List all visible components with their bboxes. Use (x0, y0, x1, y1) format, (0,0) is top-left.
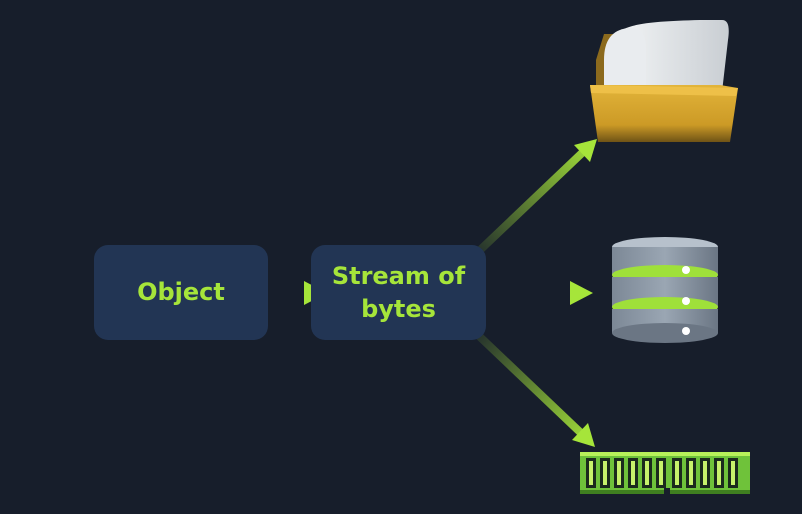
folder-with-files-icon (590, 20, 738, 142)
arrow-stream-to-file (475, 139, 597, 255)
object-label: Object (137, 278, 225, 307)
stream-of-bytes-node: Stream of bytes (311, 245, 486, 340)
stream-label-line-1: Stream of (331, 262, 466, 291)
stream-label-line-2: bytes (361, 294, 436, 323)
memory-module-icon (580, 452, 750, 494)
arrow-stream-to-database (486, 281, 593, 305)
arrow-stream-to-memory (475, 332, 595, 447)
database-icon (612, 237, 718, 343)
object-node: Object (94, 245, 268, 340)
